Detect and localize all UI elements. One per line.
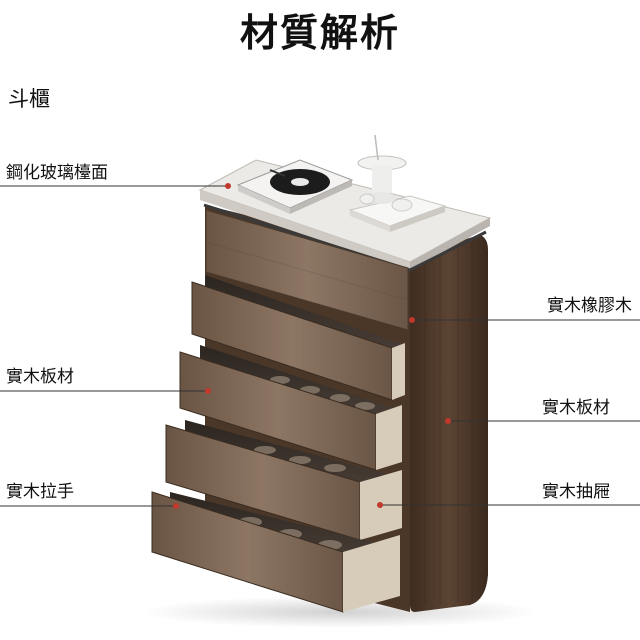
callout-glass-top: 鋼化玻璃檯面 (6, 163, 108, 183)
callout-dots (173, 183, 451, 509)
callout-right-board: 實木板材 (542, 398, 610, 418)
callout-drawer: 實木抽屜 (542, 482, 610, 502)
drawer-5 (151, 491, 400, 613)
callout-handle: 實木拉手 (6, 482, 74, 502)
drawer-4 (165, 420, 402, 541)
callout-rubberwood: 實木橡膠木 (547, 296, 632, 316)
decor (348, 134, 447, 232)
product-subtitle: 斗櫃 (8, 87, 50, 111)
record-player (236, 159, 354, 214)
drawer-3 (179, 345, 402, 471)
top-drawer (205, 209, 409, 331)
drawer-2 (191, 275, 405, 401)
callout-lines (0, 185, 640, 507)
callout-left-board: 實木板材 (6, 367, 74, 387)
page-title: 材質解析 (239, 11, 400, 55)
